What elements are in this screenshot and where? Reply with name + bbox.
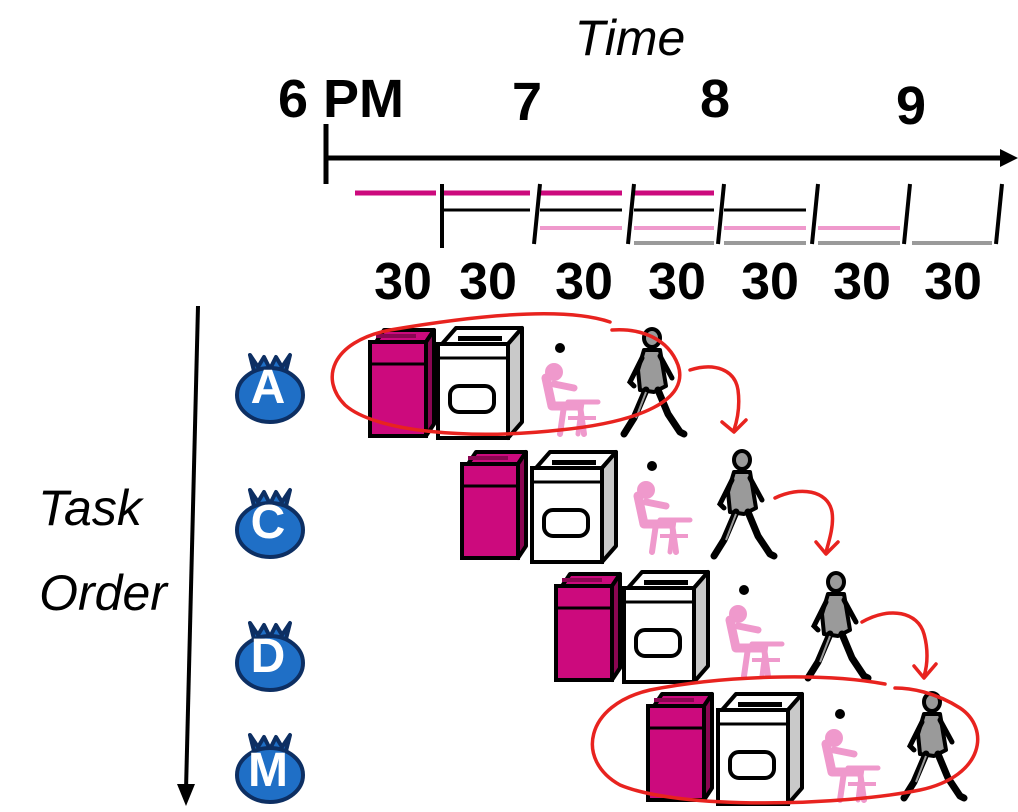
annotations: [330, 312, 980, 805]
slot-label: 30: [459, 253, 517, 311]
walking-person-icon: [714, 451, 774, 556]
dryer-icon: [622, 570, 710, 684]
time-axis-title: Time: [575, 10, 686, 66]
task-axis-label-order: Order: [39, 565, 169, 621]
arrow-annotation: [773, 489, 835, 554]
hour-label-8: 8: [700, 69, 730, 129]
task-letter: C: [251, 496, 286, 549]
hour-label-9: 9: [896, 76, 926, 136]
task-axis-label-task: Task: [38, 480, 145, 536]
slot-label: 30: [555, 253, 613, 311]
circle-annotation-first-task: [330, 312, 682, 436]
walking-person-icon: [808, 573, 868, 678]
dryer-icon: [436, 326, 524, 440]
task-row-d: D: [235, 570, 868, 692]
dryer-icon: [716, 692, 804, 806]
washer-icon: [646, 692, 714, 802]
folding-person-icon: [637, 461, 690, 552]
task-letter: D: [251, 630, 286, 683]
folding-person-icon: [825, 709, 878, 800]
washer-icon: [554, 572, 622, 682]
hour-label-6pm: 6 PM: [278, 69, 404, 129]
task-letter: M: [248, 744, 288, 797]
slot-label: 30: [374, 253, 432, 311]
slot-label: 30: [741, 253, 799, 311]
task-letter: A: [251, 361, 286, 414]
circle-annotation-last-task: [590, 675, 980, 805]
slot-label: 30: [648, 253, 706, 311]
task-row-m: M: [235, 692, 964, 806]
task-row-c: C: [235, 450, 774, 564]
dryer-icon: [530, 450, 618, 564]
washer-icon: [460, 450, 528, 560]
washer-icon: [368, 328, 436, 438]
arrow-annotation: [688, 365, 741, 432]
time-axis-arrow: [323, 124, 1018, 184]
task-order-axis: [177, 305, 200, 806]
walking-person-icon: [904, 693, 964, 798]
arrow-annotation: [860, 611, 929, 678]
task-row-a: A: [235, 326, 684, 440]
folding-person-icon: [545, 343, 598, 434]
slot-label: 30: [924, 253, 982, 311]
hour-label-7: 7: [512, 72, 542, 132]
slot-label: 30: [833, 253, 891, 311]
slot-labels: 30 30 30 30 30 30 30: [374, 253, 982, 311]
stage-bars: [355, 183, 1004, 248]
folding-person-icon: [729, 585, 782, 676]
walking-person-icon: [624, 329, 684, 434]
